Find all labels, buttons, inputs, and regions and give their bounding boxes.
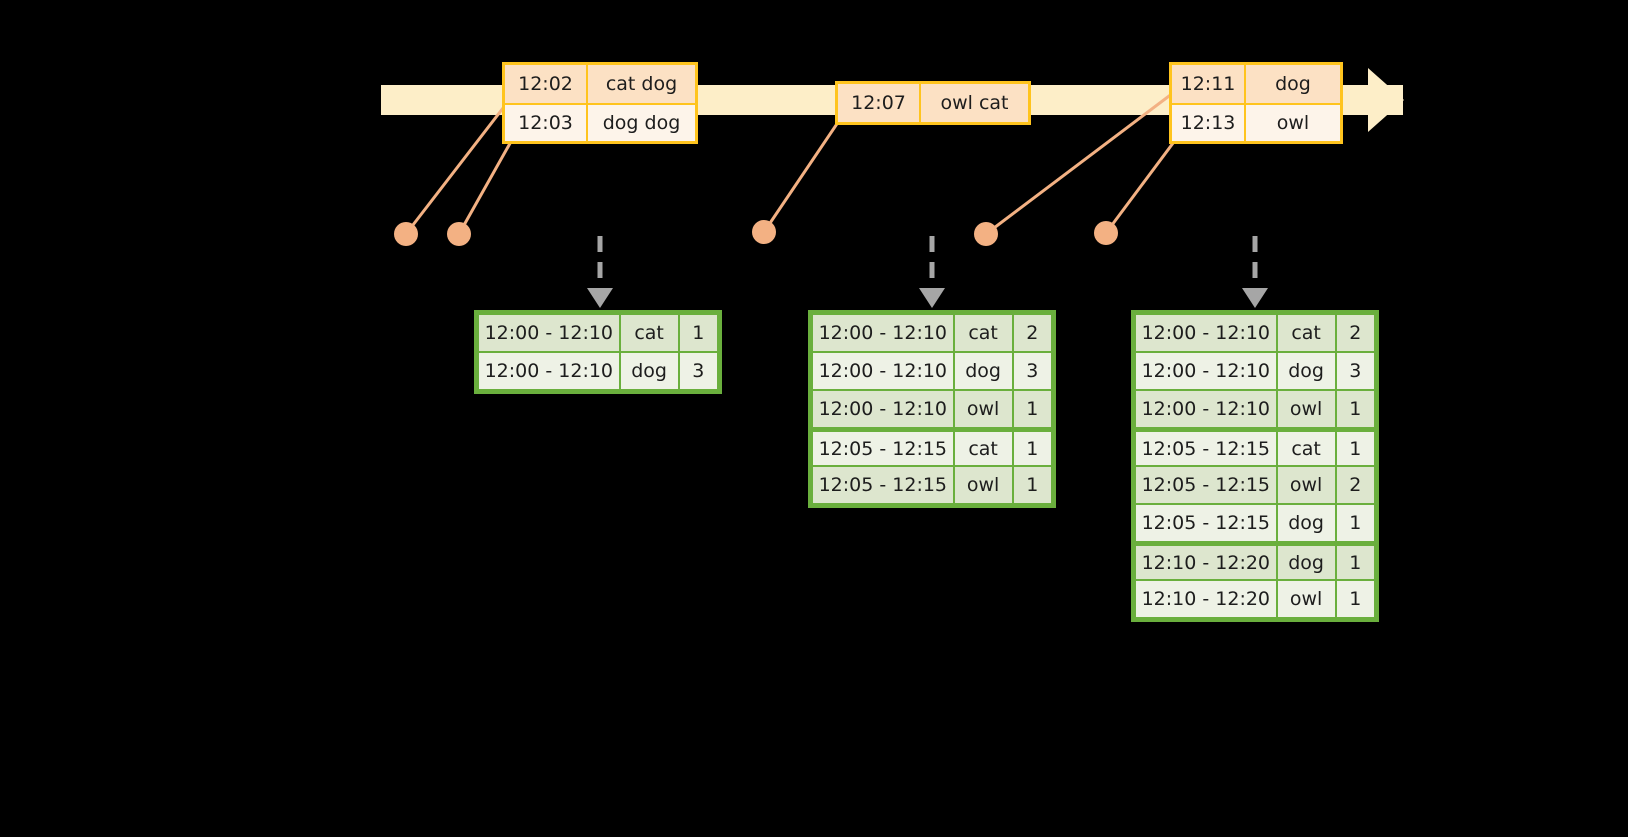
cell-count: 3 [679, 353, 717, 389]
timeline-arrowhead-icon [1368, 68, 1404, 132]
cell-word: cat [1277, 432, 1335, 465]
event-words: cat dog [588, 65, 695, 103]
cell-word: dog [620, 353, 678, 389]
cell-window: 12:05 - 12:15 [813, 432, 953, 465]
event-words: dog dog [588, 105, 695, 141]
connector-dot-2 [447, 222, 471, 246]
cell-window: 12:00 - 12:10 [813, 353, 953, 389]
cell-window: 12:00 - 12:10 [1136, 315, 1276, 351]
cell-word: cat [954, 315, 1012, 351]
cell-word: cat [954, 432, 1012, 465]
event-time: 12:11 [1172, 65, 1246, 103]
cell-count: 2 [1336, 315, 1374, 351]
connector-dot-3 [752, 220, 776, 244]
cell-window: 12:05 - 12:15 [813, 467, 953, 503]
cell-count: 1 [1336, 505, 1374, 541]
cell-window: 12:05 - 12:15 [1136, 505, 1276, 541]
cell-word: dog [954, 353, 1012, 389]
cell-count: 1 [1013, 467, 1051, 503]
cell-window: 12:00 - 12:10 [1136, 391, 1276, 427]
cell-count: 1 [1013, 432, 1051, 465]
cell-window: 12:00 - 12:10 [479, 353, 619, 389]
cell-word: cat [620, 315, 678, 351]
event-time: 12:07 [838, 84, 921, 122]
cell-window: 12:00 - 12:10 [479, 315, 619, 351]
cell-count: 3 [1336, 353, 1374, 389]
cell-word: dog [1277, 353, 1335, 389]
cell-window: 12:10 - 12:20 [1136, 546, 1276, 579]
cell-window: 12:00 - 12:10 [1136, 353, 1276, 389]
cell-window: 12:05 - 12:15 [1136, 467, 1276, 503]
event-time: 12:13 [1172, 105, 1246, 141]
cell-word: owl [954, 391, 1012, 427]
cell-window: 12:10 - 12:20 [1136, 581, 1276, 617]
connector-dot-5 [1094, 221, 1118, 245]
cell-count: 3 [1013, 353, 1051, 389]
down-arrow-table-2-head-icon [919, 288, 945, 308]
cell-word: dog [1277, 546, 1335, 579]
connector-dot-4 [974, 222, 998, 246]
event-words: dog [1246, 65, 1340, 103]
cell-word: owl [1277, 581, 1335, 617]
down-arrow-table-1-head-icon [587, 288, 613, 308]
cell-window: 12:05 - 12:15 [1136, 432, 1276, 465]
cell-count: 1 [1336, 581, 1374, 617]
cell-word: dog [1277, 505, 1335, 541]
down-arrow-table-3-head-icon [1242, 288, 1268, 308]
cell-word: owl [1277, 391, 1335, 427]
cell-word: cat [1277, 315, 1335, 351]
cell-count: 1 [1336, 546, 1374, 579]
cell-window: 12:00 - 12:10 [813, 391, 953, 427]
cell-count: 2 [1013, 315, 1051, 351]
cell-word: owl [954, 467, 1012, 503]
cell-window: 12:00 - 12:10 [813, 315, 953, 351]
cell-count: 1 [1013, 391, 1051, 427]
event-time: 12:03 [505, 105, 588, 141]
cell-word: owl [1277, 467, 1335, 503]
cell-count: 1 [1336, 391, 1374, 427]
connector-dot-1 [394, 222, 418, 246]
cell-count: 1 [1336, 432, 1374, 465]
event-words: owl [1246, 105, 1340, 141]
cell-count: 2 [1336, 467, 1374, 503]
event-time: 12:02 [505, 65, 588, 103]
event-words: owl cat [921, 84, 1028, 122]
cell-count: 1 [679, 315, 717, 351]
